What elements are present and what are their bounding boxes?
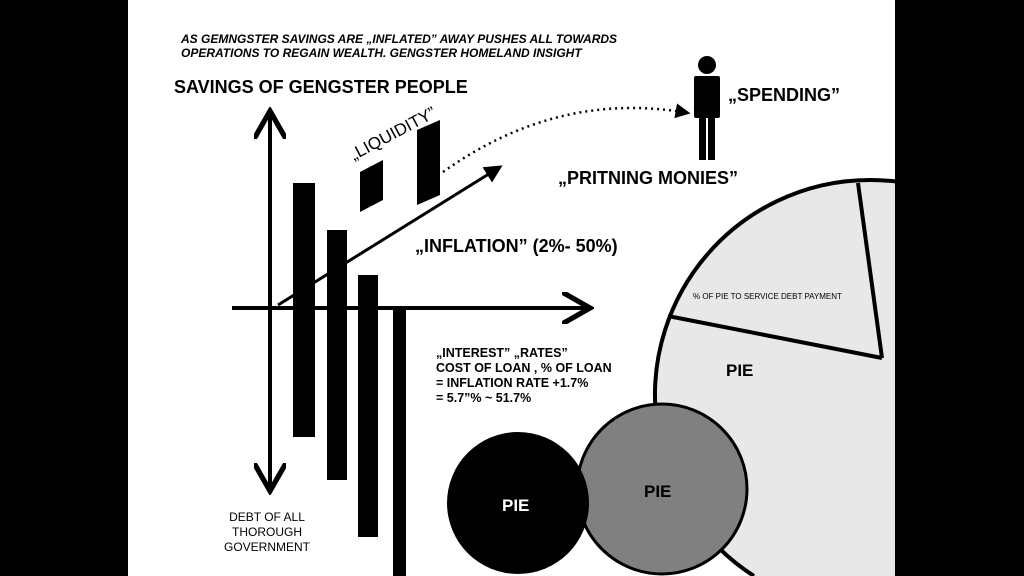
spending-label: „SPENDING”: [728, 85, 841, 105]
printing-label: „PRITNING MONIES”: [558, 168, 739, 188]
debt-line: GOVERNMENT: [224, 540, 311, 554]
header-line: OPERATIONS TO REGAIN WEALTH. GENGSTER HO…: [181, 46, 582, 60]
interest-line: = 5.7”% ~ 51.7%: [436, 391, 532, 405]
slide: AS GEMNGSTER SAVINGS ARE „INFLATED” AWAY…: [128, 0, 895, 576]
debt-bar: [327, 230, 347, 480]
interest-rates-text: „INTEREST” „RATES” COST OF LOAN , % OF L…: [436, 346, 612, 406]
savings-title: SAVINGS OF GENGSTER PEOPLE: [174, 77, 468, 97]
interest-line: COST OF LOAN , % OF LOAN: [436, 361, 612, 375]
debt-bar: [358, 275, 378, 537]
debt-bar: [393, 310, 406, 576]
header-text: AS GEMNGSTER SAVINGS ARE „INFLATED” AWAY…: [181, 32, 617, 60]
person-icon: [694, 56, 720, 160]
pie-slice-line: [856, 182, 884, 359]
inflation-label: „INFLATION” (2%- 50%): [415, 236, 618, 256]
pie-slice-label: % OF PIE TO SERVICE DEBT PAYMENT: [693, 292, 842, 301]
debt-line: THOROUGH: [232, 525, 302, 539]
grey-pie-label: PIE: [644, 482, 672, 501]
interest-line: = INFLATION RATE +1.7%: [436, 376, 589, 390]
black-pie: [447, 432, 589, 574]
dotted-arrow: [442, 103, 691, 174]
big-pie-label: PIE: [726, 361, 754, 380]
savings-bar: [360, 160, 383, 212]
debt-line: DEBT OF ALL: [229, 510, 305, 524]
black-pie-label: PIE: [502, 496, 530, 515]
pie-slice-line: [667, 314, 883, 360]
savings-bar: [417, 120, 440, 205]
debt-label: DEBT OF ALL THOROUGH GOVERNMENT: [224, 510, 310, 555]
diagram-graphics: [232, 56, 895, 576]
debt-bar: [293, 183, 315, 437]
interest-line: „INTEREST” „RATES”: [436, 346, 568, 360]
header-line: AS GEMNGSTER SAVINGS ARE „INFLATED” AWAY…: [181, 32, 618, 46]
